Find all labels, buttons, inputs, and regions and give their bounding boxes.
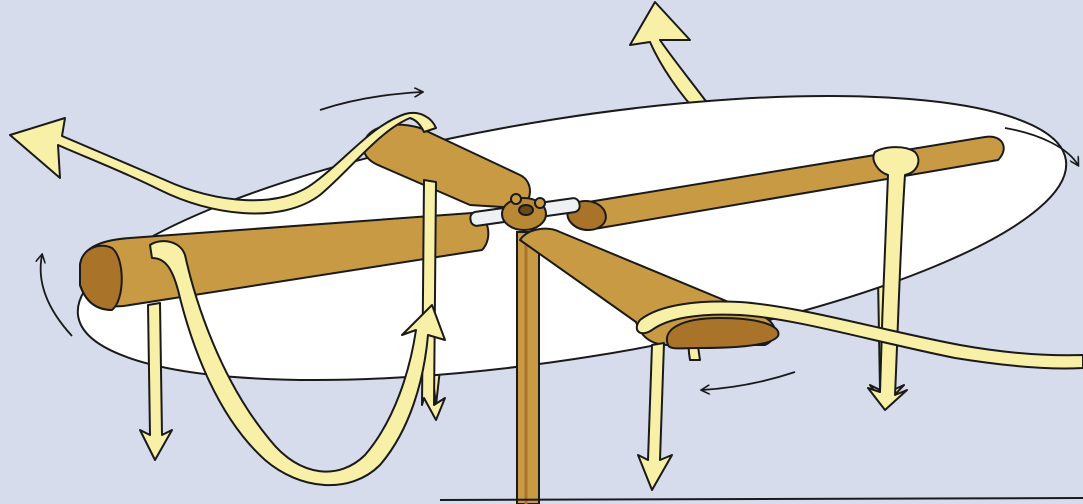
blade-tip-left — [79, 244, 123, 311]
rotor-hub — [469, 193, 581, 231]
rotation-arrow-icon — [702, 371, 796, 390]
rotation-arrow-icon — [319, 92, 422, 111]
rotation-arrows — [41, 92, 1078, 390]
airflow-arrow-icon — [421, 179, 446, 421]
rotor-mast — [516, 231, 540, 504]
airflow-arrow-icon — [9, 112, 437, 215]
ground-line — [439, 497, 1083, 501]
airflow-arrow-icon — [635, 300, 1083, 370]
rotation-arrow-icon — [1004, 127, 1078, 165]
blade-tip-front — [665, 317, 780, 350]
airflow-arrow-icon — [139, 302, 173, 461]
airflow-arrow-icon — [149, 240, 446, 486]
airflow-arrow-icon — [637, 342, 673, 491]
airflow-arrow-icon — [867, 146, 920, 411]
airflow-front-group — [9, 112, 1083, 491]
rotation-arrow-icon — [41, 255, 73, 337]
